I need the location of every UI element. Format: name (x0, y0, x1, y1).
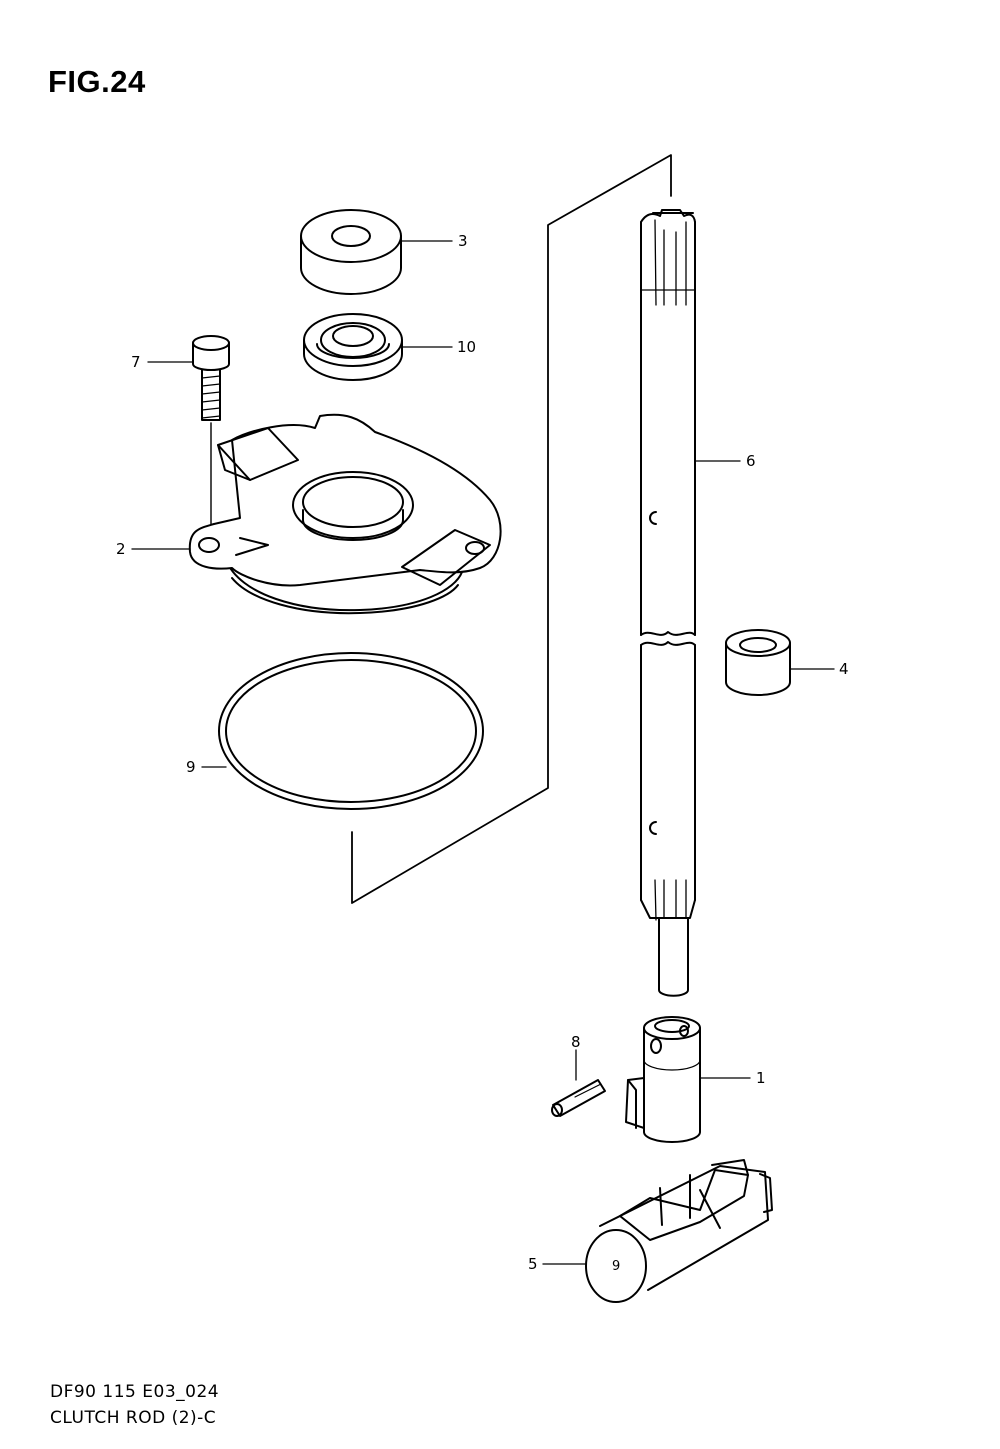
callout-3: 3 (458, 232, 468, 250)
part-3-bushing (300, 209, 402, 295)
part-5-hole-mark: 9 (612, 1259, 620, 1274)
part-10-oil-seal (303, 313, 403, 381)
callout-10: 10 (457, 338, 476, 356)
figure-code: DF90 115 E03_024 (50, 1382, 220, 1402)
callout-6: 6 (746, 452, 756, 470)
callout-9: 9 (186, 758, 196, 776)
part-7-bolt (192, 335, 230, 541)
assembly-bracket-line (351, 154, 672, 904)
callout-1: 1 (756, 1069, 766, 1087)
part-1-shaft-coupler (625, 1016, 701, 1143)
figure-name: CLUTCH ROD (2)-C (50, 1408, 217, 1428)
callout-4: 4 (839, 660, 849, 678)
callout-7: 7 (131, 353, 141, 371)
part-8-pin (551, 1079, 606, 1117)
callout-8: 8 (571, 1033, 581, 1051)
part-4-collar (725, 629, 791, 696)
part-9-o-ring (218, 652, 484, 810)
part-2-cover (188, 413, 502, 615)
callout-2: 2 (116, 540, 126, 558)
callout-5: 5 (528, 1255, 538, 1273)
part-5-slider (585, 1159, 773, 1303)
leader-lines (131, 240, 835, 1265)
part-6-clutch-rod (640, 209, 696, 997)
figure-title: FIG.24 (48, 64, 146, 99)
